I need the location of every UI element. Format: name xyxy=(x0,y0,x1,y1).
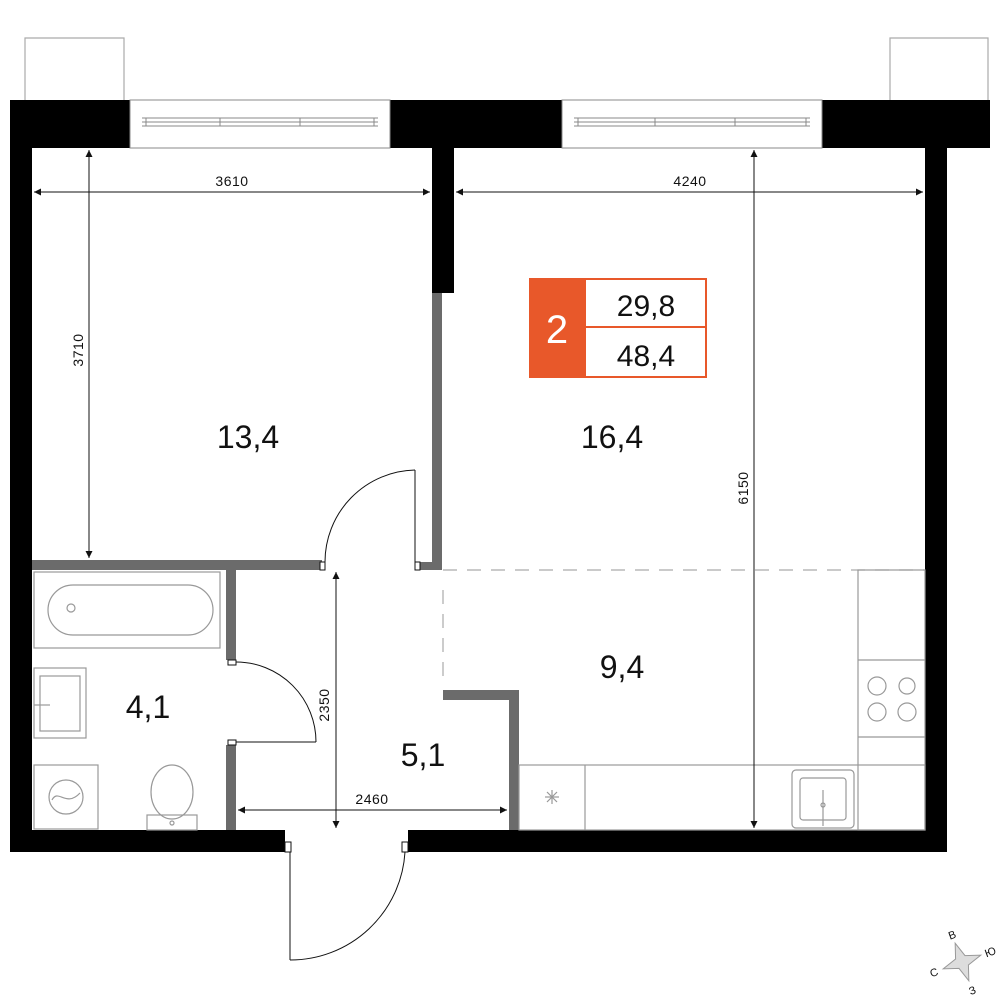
dim-bedroom-depth: 3710 xyxy=(70,333,86,366)
dim-living-width: 4240 xyxy=(673,173,706,189)
compass-south: Ю xyxy=(983,945,998,960)
balcony-right xyxy=(889,37,989,100)
dim-living-depth: 6150 xyxy=(735,471,751,504)
dimension-lines xyxy=(34,150,923,828)
living-area-value: 29,8 xyxy=(617,290,675,323)
entrance-door[interactable] xyxy=(284,841,409,961)
interior-partitions xyxy=(32,293,519,830)
washbasin xyxy=(33,667,87,739)
total-area-value: 48,4 xyxy=(617,340,675,373)
balcony-left xyxy=(24,37,125,100)
area-badge: 2 29,8 48,4 xyxy=(529,278,707,378)
exterior-walls xyxy=(10,100,990,852)
room-count: 2 xyxy=(546,308,568,352)
bathroom-door[interactable] xyxy=(227,659,317,746)
bedroom-door[interactable] xyxy=(319,469,421,571)
gas-meter-icon xyxy=(545,790,559,804)
toilet xyxy=(146,764,198,831)
window-left xyxy=(129,99,391,149)
window-right xyxy=(561,99,823,149)
room-area-hall: 5,1 xyxy=(401,737,445,773)
room-area-bedroom: 13,4 xyxy=(217,419,279,455)
dim-bedroom-width: 3610 xyxy=(215,173,248,189)
compass-east: В xyxy=(947,929,958,943)
room-area-bathroom: 4,1 xyxy=(126,689,170,725)
compass-west: З xyxy=(967,984,978,998)
dim-hall-width: 2460 xyxy=(355,791,388,807)
compass-icon: С В Ю З xyxy=(928,929,998,998)
stove-burners xyxy=(867,676,917,722)
room-area-kitchen: 9,4 xyxy=(600,649,644,685)
kitchen-counter xyxy=(518,569,926,831)
bathtub xyxy=(33,571,221,649)
dim-hall-depth: 2350 xyxy=(316,688,332,721)
kitchen-sink xyxy=(791,769,855,829)
washing-machine xyxy=(33,764,99,830)
room-count-block xyxy=(529,278,585,378)
compass-north: С xyxy=(928,966,940,980)
kitchen-zone-boundary xyxy=(442,569,925,680)
room-area-living: 16,4 xyxy=(581,419,643,455)
